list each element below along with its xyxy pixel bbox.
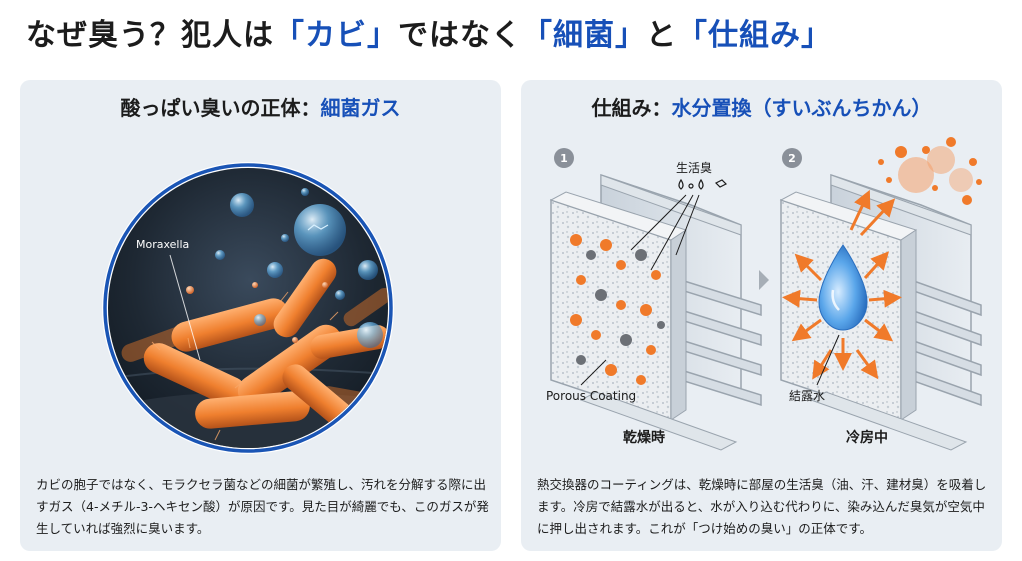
title-highlight-saikin: 「細菌」: [522, 18, 646, 53]
bacteria-panel: 酸っぱい臭いの正体：細菌ガス: [20, 80, 501, 551]
bacteria-panel-title-prefix: 酸っぱい臭いの正体：: [120, 96, 321, 120]
page-title: なぜ臭う？犯人は「カビ」ではなく「細菌」と「仕組み」: [26, 14, 1006, 58]
odor-molecule-icons: [678, 178, 728, 190]
mechanism-panel-title-prefix: 仕組み：: [591, 96, 672, 120]
step-1-badge: 1: [554, 148, 574, 168]
bacteria-description: カビの胞子ではなく、モラクセラ菌などの細菌が繁殖し、汚れを分解する際に出すガス（…: [36, 477, 489, 536]
mechanism-panel: 仕組み：水分置換（すいぶんちかん）: [521, 80, 1002, 551]
mechanism-description: 熱交換器のコーティングは、乾燥時に部屋の生活臭（油、汗、建材臭）を吸着します。冷…: [537, 477, 987, 536]
bacteria-panel-title: 酸っぱい臭いの正体：細菌ガス: [20, 94, 501, 122]
odor-label: 生活臭: [676, 160, 712, 175]
transition-arrow-icon: [759, 270, 769, 290]
title-part-1: なぜ臭う？犯人は: [26, 18, 274, 53]
title-highlight-kabi: 「カビ」: [274, 18, 398, 53]
dry-state-label: 乾燥時: [623, 429, 665, 446]
bacteria-illustration: Moraxella: [102, 162, 394, 454]
lens-border: [103, 163, 393, 453]
bacteria-panel-title-highlight: 細菌ガス: [320, 96, 401, 120]
mechanism-illustration: 1 2: [546, 137, 982, 451]
water-droplet-icon: [818, 244, 868, 331]
title-part-2: ではなく: [398, 18, 522, 53]
title-highlight-shikumi: 「仕組み」: [677, 18, 832, 53]
gas-bubbles: [186, 188, 383, 348]
bacteria-label: Moraxella: [136, 238, 189, 251]
mechanism-panel-title: 仕組み：水分置換（すいぶんちかん）: [521, 94, 1002, 122]
heat-exchanger-dry: [549, 173, 762, 451]
mechanism-panel-title-highlight: 水分置換（すいぶんちかん）: [671, 96, 932, 120]
porous-coating-label: Porous Coating: [546, 389, 636, 403]
svg-text:2: 2: [788, 152, 796, 165]
svg-text:1: 1: [560, 152, 568, 165]
condensation-label: 結露水: [789, 389, 825, 403]
title-part-3: と: [646, 18, 677, 53]
displacement-arrows: [782, 189, 902, 380]
heat-exchanger-cooling: [779, 173, 982, 451]
cooling-state-label: 冷房中: [846, 429, 888, 446]
escaping-odor-cloud: [878, 137, 982, 205]
step-2-badge: 2: [782, 148, 802, 168]
